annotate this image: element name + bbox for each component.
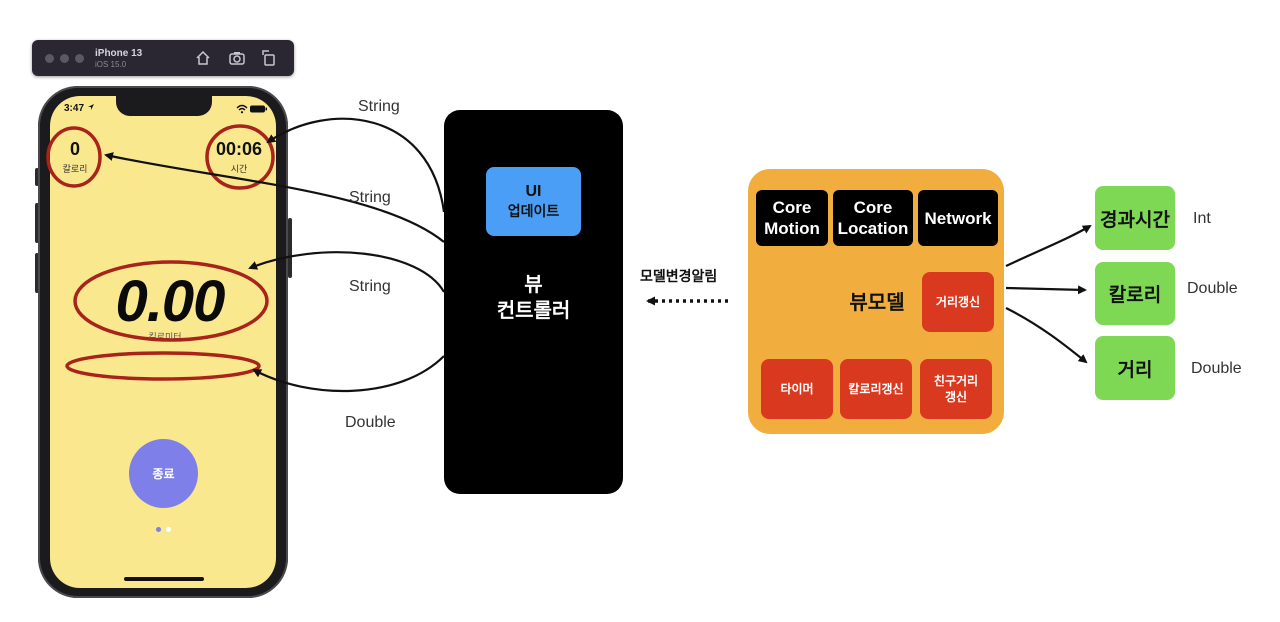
arrow-to-time xyxy=(266,117,446,213)
network-block: Network xyxy=(918,190,998,246)
home-indicator xyxy=(124,577,204,581)
arrow-to-calories xyxy=(104,152,445,243)
ui-update-line2: 업데이트 xyxy=(507,202,560,219)
output-calories: 칼로리 xyxy=(1095,262,1175,325)
elapsed-time-label: 시간 xyxy=(230,164,248,174)
arrow-to-pace xyxy=(252,355,445,393)
rotate-icon[interactable] xyxy=(260,49,278,67)
vc-title-line2: 컨트롤러 xyxy=(496,300,571,322)
timer-block: 타이머 xyxy=(761,359,833,419)
mute-switch xyxy=(35,168,39,186)
simulator-toolbar: iPhone 13 iOS 15.0 xyxy=(32,40,294,76)
arrow-to-distance-out xyxy=(1005,307,1088,364)
vc-title-line1: 뷰 xyxy=(524,274,543,296)
location-arrow-icon xyxy=(87,104,94,110)
edge-label-pace: Double xyxy=(345,414,396,431)
end-button-label: 종료 xyxy=(152,467,175,481)
view-controller-title: 뷰 컨트롤러 xyxy=(444,272,623,324)
edge-label-time: String xyxy=(358,98,400,115)
os-version: iOS 15.0 xyxy=(95,60,127,69)
elapsed-time-value: 00:06 xyxy=(215,139,263,159)
edge-label-distance: String xyxy=(349,278,391,295)
edge-label-calories: String xyxy=(349,189,391,206)
end-workout-button[interactable]: 종료 xyxy=(129,439,198,508)
screenshot-icon[interactable] xyxy=(228,49,246,67)
calorie-update-block: 칼로리갱신 xyxy=(840,359,912,419)
window-close-dot[interactable] xyxy=(45,54,54,63)
status-icons xyxy=(236,104,267,114)
output-distance: 거리 xyxy=(1095,336,1175,400)
volume-up-button xyxy=(35,203,39,243)
distance-unit-label: 킬로미터 xyxy=(148,332,182,342)
output-distance-type: Double xyxy=(1191,360,1242,377)
arrow-to-calorie-out xyxy=(1005,285,1087,295)
distance-value: 0.00 xyxy=(115,269,226,334)
device-name: iPhone 13 xyxy=(95,48,143,59)
page-dot-active[interactable] xyxy=(156,527,161,532)
page-dot[interactable] xyxy=(166,527,171,532)
calories-label: 칼로리 xyxy=(62,164,88,174)
wifi-icon xyxy=(236,104,248,114)
output-elapsed-type: Int xyxy=(1193,210,1211,227)
ui-update-line1: UI xyxy=(525,182,542,200)
window-minimize-dot[interactable] xyxy=(60,54,69,63)
arrows xyxy=(104,117,1092,393)
volume-down-button xyxy=(35,253,39,293)
window-zoom-dot[interactable] xyxy=(75,54,84,63)
side-button xyxy=(288,218,292,278)
distance-highlight-ring xyxy=(73,260,269,342)
output-elapsed-time: 경과시간 xyxy=(1095,186,1175,250)
home-icon[interactable] xyxy=(194,49,212,67)
arrow-to-elapsed xyxy=(1005,224,1092,267)
highlight-rings xyxy=(46,124,275,381)
output-calories-type: Double xyxy=(1187,280,1238,297)
calories-highlight-ring xyxy=(46,126,102,188)
time-highlight-ring xyxy=(205,124,275,190)
battery-icon xyxy=(250,105,267,113)
model-change-notify-label: 모델변경알림 xyxy=(640,268,718,284)
distance-update-block: 거리갱신 xyxy=(922,272,994,332)
ui-update-box: UI 업데이트 xyxy=(486,167,581,236)
view-model-title: 뷰모델 xyxy=(849,292,905,314)
arrow-to-distance xyxy=(248,251,445,293)
pace-highlight-ring xyxy=(65,351,261,381)
calories-value: 0 xyxy=(69,139,80,159)
phone-notch xyxy=(116,96,212,116)
status-bar-time: 3:47 xyxy=(64,103,95,114)
